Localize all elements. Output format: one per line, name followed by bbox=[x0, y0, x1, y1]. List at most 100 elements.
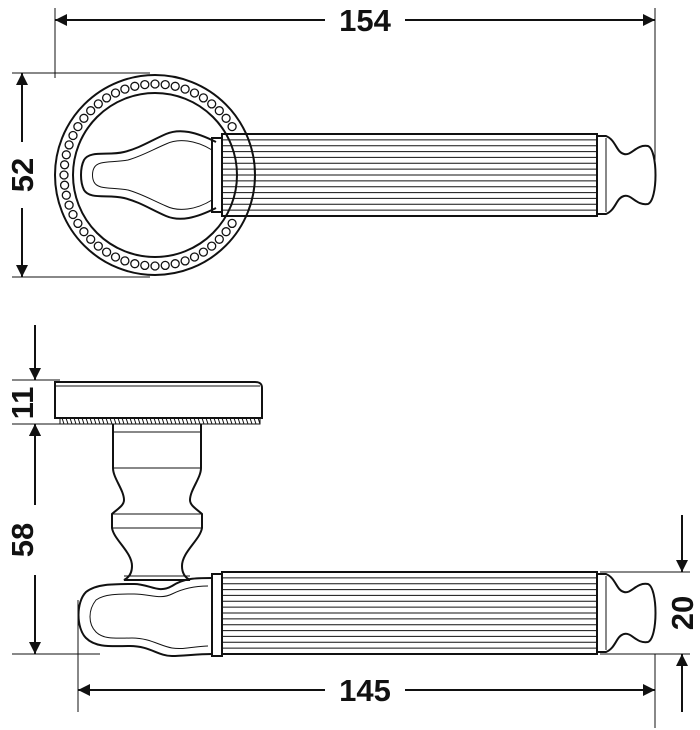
knurl-tick bbox=[93, 417, 97, 425]
knurl-tick bbox=[205, 417, 209, 425]
bead bbox=[59, 160, 70, 170]
dimension-label-11: 11 bbox=[5, 387, 40, 420]
bead bbox=[120, 256, 130, 266]
knurl-tick bbox=[193, 417, 197, 425]
bead bbox=[59, 170, 69, 180]
knurl-tick bbox=[157, 417, 161, 425]
knurl-tick bbox=[225, 417, 229, 425]
knurl-tick bbox=[121, 417, 125, 425]
bead bbox=[221, 227, 231, 237]
side-lever-grip bbox=[221, 571, 598, 655]
bead bbox=[110, 252, 121, 262]
knurl-tick bbox=[145, 417, 149, 425]
bead bbox=[79, 227, 89, 237]
bead bbox=[150, 261, 160, 271]
bead bbox=[198, 247, 209, 257]
knurl-tick bbox=[137, 417, 141, 425]
knurl-tick bbox=[133, 417, 137, 425]
bead bbox=[73, 218, 83, 229]
knurl-tick bbox=[153, 417, 157, 425]
top-end-cap bbox=[597, 135, 657, 215]
bead bbox=[150, 79, 160, 89]
bead bbox=[207, 99, 217, 109]
knurl-tick bbox=[105, 417, 109, 425]
bead bbox=[64, 140, 74, 150]
dimension-top-height: 52 bbox=[5, 73, 40, 277]
bead bbox=[170, 81, 180, 91]
knurl-tick bbox=[117, 417, 121, 425]
bead bbox=[227, 218, 237, 229]
bead bbox=[180, 84, 190, 94]
bead bbox=[120, 84, 130, 94]
knurl-tick bbox=[209, 417, 213, 425]
bead bbox=[227, 121, 237, 132]
dimension-label-154: 154 bbox=[339, 3, 391, 38]
bead bbox=[61, 190, 71, 200]
knurl-tick bbox=[85, 417, 89, 425]
knurl-tick bbox=[233, 417, 237, 425]
knurl-tick bbox=[201, 417, 205, 425]
bead bbox=[73, 121, 83, 132]
knurl-tick bbox=[181, 417, 185, 425]
knurl-tick bbox=[65, 417, 69, 425]
top-lever-base bbox=[80, 130, 223, 220]
side-lever-base bbox=[77, 573, 223, 658]
knurl-tick bbox=[81, 417, 85, 425]
side-view: 11 58 145 20 bbox=[5, 325, 700, 728]
bead bbox=[170, 259, 180, 269]
bead bbox=[79, 113, 89, 123]
dimension-projection: 58 bbox=[5, 424, 41, 654]
knurl-tick bbox=[77, 417, 81, 425]
knurl-tick bbox=[61, 417, 65, 425]
bead bbox=[140, 79, 150, 90]
knurl-tick bbox=[173, 417, 177, 425]
bead bbox=[101, 93, 112, 103]
knurl-tick bbox=[69, 417, 73, 425]
knurl-tick bbox=[197, 417, 201, 425]
top-lever-grip bbox=[221, 133, 598, 217]
top-grip-flutes bbox=[222, 139, 597, 211]
dimension-label-145: 145 bbox=[339, 673, 391, 708]
knurl-tick bbox=[165, 417, 169, 425]
top-view: 154 52 bbox=[5, 3, 657, 278]
knurl-tick bbox=[97, 417, 101, 425]
knurl-tick bbox=[249, 417, 253, 425]
bead bbox=[140, 260, 150, 271]
dimension-label-52: 52 bbox=[5, 158, 40, 192]
side-grip-flutes bbox=[222, 577, 597, 649]
bead-ring bbox=[59, 79, 237, 271]
dimension-grip-diameter: 20 bbox=[665, 515, 700, 712]
dimension-label-58: 58 bbox=[5, 523, 40, 557]
knurl-tick bbox=[253, 417, 257, 425]
bead bbox=[110, 88, 121, 98]
knurl-tick bbox=[73, 417, 77, 425]
side-rose bbox=[54, 381, 263, 425]
knurl-tick bbox=[257, 417, 261, 425]
rose-knurl bbox=[61, 417, 261, 425]
knurl-tick bbox=[113, 417, 117, 425]
bead bbox=[189, 88, 200, 98]
side-neck bbox=[111, 424, 203, 581]
bead bbox=[93, 99, 103, 109]
bead bbox=[59, 180, 70, 190]
bead bbox=[189, 252, 200, 262]
dimension-label-20: 20 bbox=[665, 596, 700, 630]
bead bbox=[180, 256, 190, 266]
bead bbox=[130, 259, 140, 269]
bead bbox=[214, 234, 224, 244]
dimension-top-width: 154 bbox=[55, 3, 655, 38]
bead bbox=[86, 106, 96, 116]
dimension-lever-length: 145 bbox=[78, 673, 655, 708]
knurl-tick bbox=[189, 417, 193, 425]
knurl-tick bbox=[129, 417, 133, 425]
bead bbox=[160, 79, 170, 90]
bead bbox=[221, 113, 231, 123]
bead bbox=[64, 200, 74, 210]
knurl-tick bbox=[237, 417, 241, 425]
top-extension-lines bbox=[12, 8, 656, 278]
bead bbox=[68, 209, 78, 220]
knurl-tick bbox=[141, 417, 145, 425]
knurl-tick bbox=[185, 417, 189, 425]
knurl-tick bbox=[221, 417, 225, 425]
